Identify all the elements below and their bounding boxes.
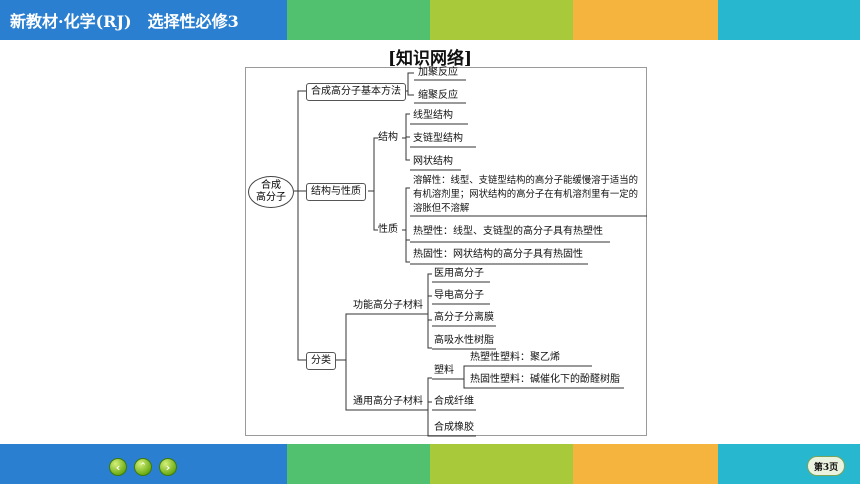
header-band-blue (0, 0, 287, 40)
chevron-left-icon: ‹ (115, 460, 121, 474)
header-band-cyan (718, 0, 860, 40)
next-page-button[interactable]: › (159, 458, 177, 476)
methods-node: 合成高分子基本方法 (306, 83, 406, 101)
structure-item-network: 网状结构 (413, 156, 453, 167)
prev-page-button[interactable]: ‹ (109, 458, 127, 476)
functional-item-superabsorbent: 高吸水性树脂 (434, 335, 494, 346)
plastics-node: 塑料 (434, 365, 454, 376)
plastic-item-thermoset: 热固性塑料：碱催化下的酚醛树脂 (470, 374, 620, 385)
properties-node: 性质 (378, 224, 398, 235)
header-title: 新教材·化学(RJ) 选择性必修3 (10, 12, 239, 31)
general-item-fiber: 合成纤维 (434, 396, 474, 407)
structure-item-branched: 支链型结构 (413, 133, 463, 144)
property-thermoset: 热固性：网状结构的高分子具有热固性 (413, 249, 583, 260)
slide-title: [知识网络] (387, 49, 473, 69)
functional-item-conductive: 导电高分子 (434, 290, 484, 301)
method-item-addition: 加聚反应 (418, 67, 458, 78)
classification-node: 分类 (306, 352, 336, 370)
functional-materials-node: 功能高分子材料 (353, 300, 423, 311)
home-up-button[interactable]: ˆ (134, 458, 152, 476)
structure-node: 结构 (378, 132, 398, 143)
functional-item-medical: 医用高分子 (434, 268, 484, 279)
functional-item-membrane: 高分子分离膜 (434, 312, 494, 323)
footer-band-green (287, 444, 430, 484)
general-materials-node: 通用高分子材料 (353, 396, 423, 407)
header-band-orange (573, 0, 718, 40)
plastic-item-thermoplastic: 热塑性塑料：聚乙烯 (470, 352, 560, 363)
knowledge-network-diagram: 合成 高分子 合成高分子基本方法 加聚反应 缩聚反应 结构与性质 结构 线型结构… (245, 67, 647, 437)
chevron-right-icon: › (165, 460, 171, 474)
header-band (0, 0, 860, 40)
header-band-green (287, 0, 430, 40)
diagram-connectors (294, 72, 647, 437)
chevron-up-icon: ˆ (140, 460, 146, 474)
structure-item-linear: 线型结构 (413, 110, 453, 121)
footer-band-lime (430, 444, 573, 484)
page-number-badge: 第3页 (807, 456, 845, 476)
root-line-2: 高分子 (256, 192, 286, 203)
structure-properties-node: 结构与性质 (306, 183, 366, 201)
root-line-1: 合成 (261, 180, 281, 191)
method-item-condensation: 缩聚反应 (418, 90, 458, 101)
property-solubility: 溶解性：线型、支链型结构的高分子能缓慢溶于适当的有机溶剂里；网状结构的高分子在有… (413, 175, 639, 214)
footer-band-orange (573, 444, 718, 484)
header-band-lime (430, 0, 573, 40)
footer-band (0, 444, 860, 484)
root-node: 合成 高分子 (248, 176, 294, 208)
property-thermoplastic: 热塑性：线型、支链型的高分子具有热塑性 (413, 226, 603, 237)
general-item-rubber: 合成橡胶 (434, 422, 474, 433)
